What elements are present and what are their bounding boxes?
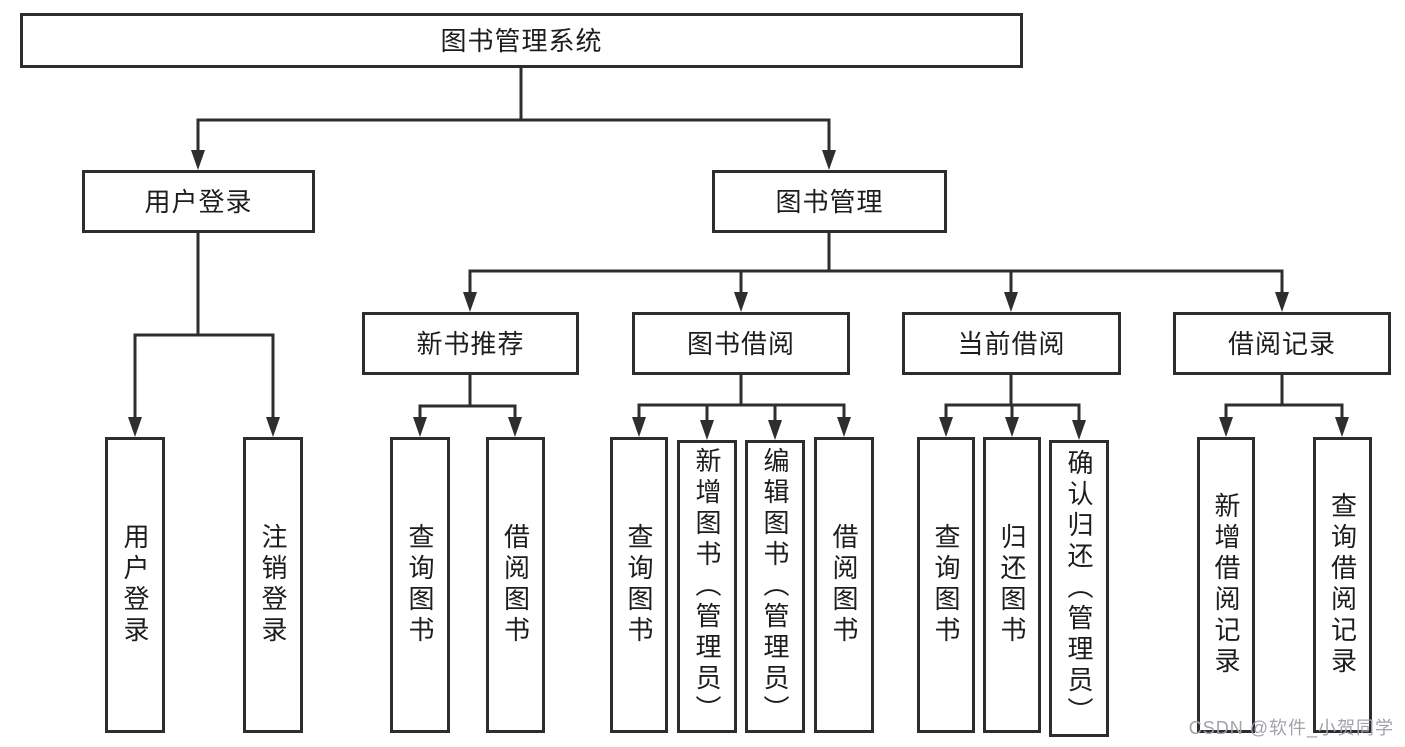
node-borrowing-records: 借阅记录 — [1173, 312, 1391, 375]
leaf-return-books-label: 归还图书 — [997, 523, 1027, 647]
leaf-edit-books-admin: 编辑图书（管理员） — [745, 440, 805, 733]
leaf-query-books-current: 查询图书 — [917, 437, 975, 733]
node-book-management: 图书管理 — [712, 170, 947, 233]
leaf-query-books-borrowing: 查询图书 — [610, 437, 668, 733]
leaf-add-books-admin: 新增图书（管理员） — [677, 440, 737, 733]
leaf-user-login: 用户登录 — [105, 437, 165, 733]
node-book-management-label: 图书管理 — [775, 186, 884, 217]
leaf-borrow-books-recommend: 借阅图书 — [486, 437, 545, 733]
node-book-borrowing-label: 图书借阅 — [686, 328, 795, 359]
node-user-login: 用户登录 — [82, 170, 315, 233]
node-book-borrowing: 图书借阅 — [632, 312, 850, 375]
node-current-borrowing: 当前借阅 — [902, 312, 1121, 375]
node-user-login-label: 用户登录 — [144, 186, 253, 217]
watermark: CSDN @软件_小贺同学 — [1188, 718, 1394, 738]
leaf-borrow-books-borrowing: 借阅图书 — [814, 437, 874, 733]
leaf-add-borrow-record: 新增借阅记录 — [1197, 437, 1255, 733]
leaf-confirm-return-admin: 确认归还（管理员） — [1049, 440, 1109, 737]
leaf-query-books-borrowing-label: 查询图书 — [624, 523, 654, 647]
leaf-add-books-admin-label: 新增图书（管理员） — [692, 447, 722, 726]
leaf-query-borrow-record-label: 查询借阅记录 — [1327, 492, 1358, 678]
leaf-return-books: 归还图书 — [983, 437, 1041, 733]
leaf-query-books-recommend: 查询图书 — [390, 437, 450, 733]
node-new-book-recommend-label: 新书推荐 — [416, 328, 525, 359]
leaf-add-borrow-record-label: 新增借阅记录 — [1211, 492, 1241, 678]
leaf-query-books-recommend-label: 查询图书 — [405, 523, 435, 647]
leaf-borrow-books-recommend-label: 借阅图书 — [500, 523, 531, 647]
node-current-borrowing-label: 当前借阅 — [957, 328, 1066, 359]
node-library-system: 图书管理系统 — [20, 13, 1023, 68]
leaf-query-books-current-label: 查询图书 — [931, 523, 961, 647]
node-library-system-label: 图书管理系统 — [440, 25, 603, 56]
node-borrowing-records-label: 借阅记录 — [1227, 328, 1336, 359]
leaf-logout-label: 注销登录 — [258, 523, 288, 647]
leaf-borrow-books-borrowing-label: 借阅图书 — [829, 523, 859, 647]
leaf-logout: 注销登录 — [243, 437, 303, 733]
leaf-confirm-return-admin-label: 确认归还（管理员） — [1064, 449, 1094, 728]
leaf-edit-books-admin-label: 编辑图书（管理员） — [760, 447, 790, 726]
leaf-query-borrow-record: 查询借阅记录 — [1313, 437, 1372, 733]
node-new-book-recommend: 新书推荐 — [362, 312, 579, 375]
leaf-user-login-label: 用户登录 — [120, 523, 150, 647]
